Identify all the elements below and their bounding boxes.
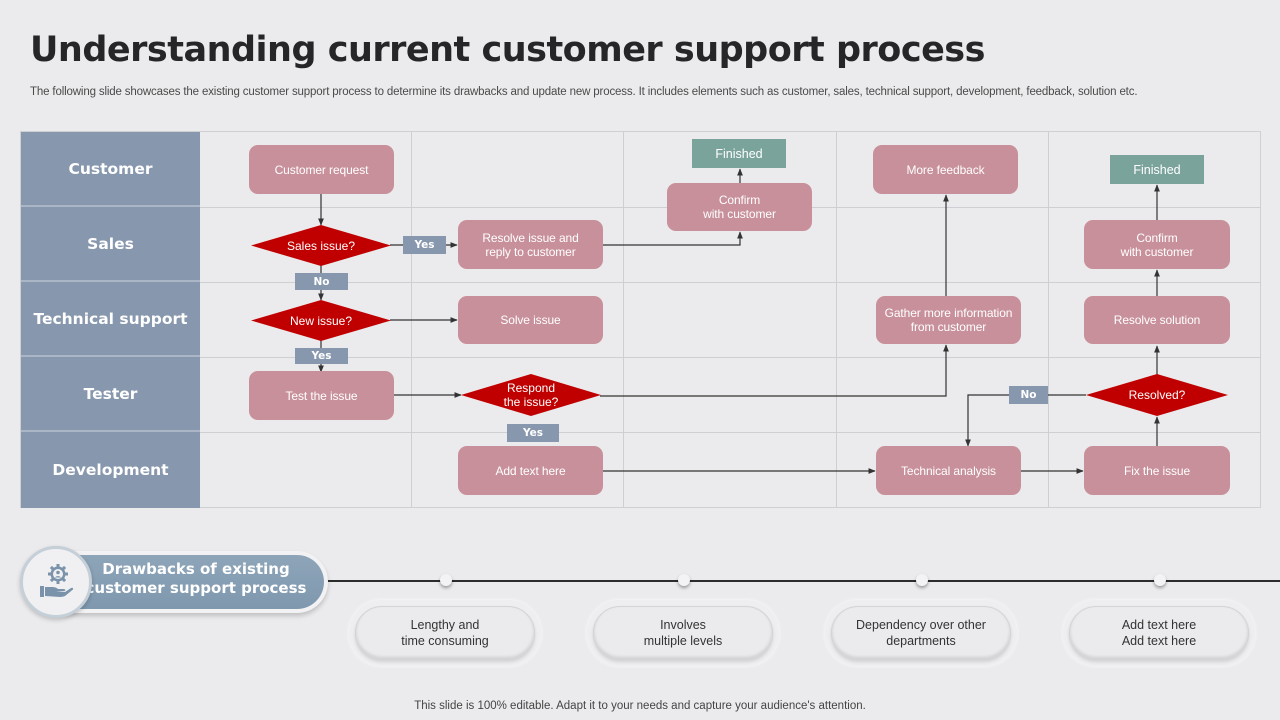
decision-sales-issue: Sales issue? bbox=[251, 225, 391, 266]
decision-resolved: Resolved? bbox=[1086, 374, 1228, 416]
drawback-item-multiple-levels: Involves multiple levels bbox=[593, 606, 773, 660]
page-subtitle: The following slide showcases the existi… bbox=[30, 86, 1138, 98]
node-technical-analysis: Technical analysis bbox=[876, 446, 1021, 495]
decision-label: Respond the issue? bbox=[503, 381, 559, 409]
timeline-dot bbox=[678, 574, 690, 586]
lane-divider bbox=[200, 432, 1260, 433]
decision-respond-issue: Respond the issue? bbox=[461, 374, 601, 416]
tag-respond-yes: Yes bbox=[507, 424, 559, 442]
drawbacks-icon-circle bbox=[20, 546, 92, 618]
tag-sales-no: No bbox=[295, 273, 348, 290]
column-divider bbox=[836, 132, 837, 507]
drawback-item-lengthy: Lengthy and time consuming bbox=[355, 606, 535, 660]
timeline-dot bbox=[916, 574, 928, 586]
lane-divider bbox=[200, 357, 1260, 358]
node-add-text: Add text here bbox=[458, 446, 603, 495]
decision-label: Resolved? bbox=[1128, 388, 1186, 402]
drawback-item-dependency: Dependency over other departments bbox=[831, 606, 1011, 660]
node-confirm-customer-1: Confirm with customer bbox=[667, 183, 812, 231]
hand-gear-user-icon bbox=[40, 564, 74, 597]
node-resolve-solution: Resolve solution bbox=[1084, 296, 1230, 344]
node-test-issue: Test the issue bbox=[249, 371, 394, 420]
node-more-feedback: More feedback bbox=[873, 145, 1018, 194]
node-resolve-reply: Resolve issue and reply to customer bbox=[458, 220, 603, 269]
lane-divider bbox=[200, 282, 1260, 283]
tag-new-yes: Yes bbox=[295, 348, 348, 364]
tag-resolved-no: No bbox=[1009, 386, 1048, 404]
lane-technical-support: Technical support bbox=[21, 282, 200, 357]
lane-development: Development bbox=[21, 432, 200, 508]
node-finished-2: Finished bbox=[1110, 155, 1204, 184]
lane-customer: Customer bbox=[21, 132, 200, 207]
column-divider bbox=[623, 132, 624, 507]
column-divider bbox=[1048, 132, 1049, 507]
node-finished-1: Finished bbox=[692, 139, 786, 168]
drawback-item-add-text: Add text here Add text here bbox=[1069, 606, 1249, 660]
lane-tester: Tester bbox=[21, 357, 200, 432]
footer-note: This slide is 100% editable. Adapt it to… bbox=[414, 700, 866, 712]
node-solve-issue: Solve issue bbox=[458, 296, 603, 344]
page-title: Understanding current customer support p… bbox=[30, 30, 985, 70]
node-customer-request: Customer request bbox=[249, 145, 394, 194]
decision-label: Sales issue? bbox=[286, 238, 356, 253]
node-confirm-customer-2: Confirm with customer bbox=[1084, 220, 1230, 269]
timeline-dot bbox=[1154, 574, 1166, 586]
decision-label: New issue? bbox=[289, 313, 353, 328]
lane-sales: Sales bbox=[21, 207, 200, 282]
timeline-dot bbox=[440, 574, 452, 586]
tag-sales-yes: Yes bbox=[403, 236, 446, 254]
node-fix-issue: Fix the issue bbox=[1084, 446, 1230, 495]
timeline-line bbox=[326, 580, 1280, 582]
drawbacks-heading: Drawbacks of existing customer support p… bbox=[85, 560, 307, 597]
swimlane-grid: Customer Sales Technical support Tester … bbox=[20, 131, 1261, 508]
column-divider bbox=[411, 132, 412, 507]
decision-new-issue: New issue? bbox=[251, 300, 391, 341]
node-gather-info: Gather more information from customer bbox=[876, 296, 1021, 344]
